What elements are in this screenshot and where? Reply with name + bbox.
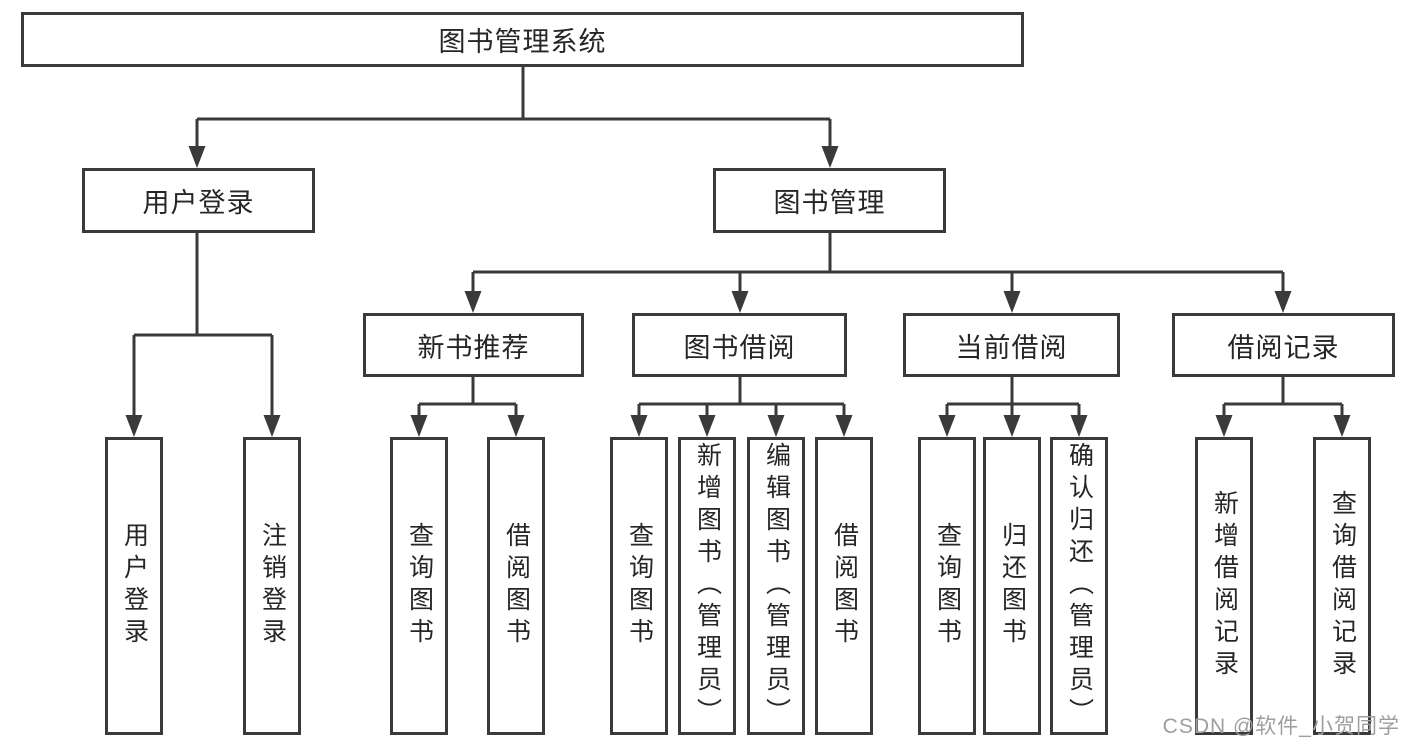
leaf-label: 归还图书 (998, 522, 1027, 650)
leaf-cb-return-books: 归还图书 (983, 437, 1041, 735)
node-book-borrow: 图书借阅 (632, 313, 847, 377)
leaf-label: 用户登录 (120, 522, 149, 650)
leaf-bb-query-books: 查询图书 (610, 437, 668, 735)
leaf-label: 借阅图书 (830, 522, 859, 650)
leaf-bb-edit-books-admin: 编辑图书（管理员） (747, 437, 805, 735)
node-new-book-recommend: 新书推荐 (363, 313, 584, 377)
leaf-user-login: 用户登录 (105, 437, 163, 735)
node-borrow-records-label: 借阅记录 (1227, 332, 1340, 363)
node-user-login-label: 用户登录 (142, 188, 255, 218)
leaf-cb-confirm-return-admin: 确认归还（管理员） (1050, 437, 1108, 735)
leaf-br-add-record: 新增借阅记录 (1195, 437, 1253, 735)
node-current-borrow-label: 当前借阅 (955, 332, 1068, 363)
leaf-nbr-query-books: 查询图书 (390, 437, 448, 735)
node-root: 图书管理系统 (21, 12, 1024, 67)
leaf-label: 注销登录 (258, 522, 287, 650)
leaf-label: 查询借阅记录 (1328, 490, 1357, 682)
leaf-label: 查询图书 (405, 522, 434, 650)
leaf-label: 查询图书 (933, 522, 962, 650)
arrowheads (125, 146, 1351, 437)
leaf-label: 查询图书 (625, 522, 654, 650)
leaf-nbr-borrow-books: 借阅图书 (487, 437, 545, 735)
leaf-label: 编辑图书（管理员） (762, 442, 791, 730)
leaf-br-query-record: 查询借阅记录 (1313, 437, 1371, 735)
node-borrow-records: 借阅记录 (1172, 313, 1395, 377)
node-book-management: 图书管理 (713, 168, 946, 233)
node-new-book-recommend-label: 新书推荐 (417, 332, 530, 363)
leaf-logout: 注销登录 (243, 437, 301, 735)
watermark-text: CSDN @软件_小贺同学 (1162, 715, 1400, 738)
node-user-login: 用户登录 (82, 168, 315, 233)
leaf-label: 确认归还（管理员） (1065, 442, 1094, 730)
leaf-bb-borrow-books: 借阅图书 (815, 437, 873, 735)
node-book-management-label: 图书管理 (773, 188, 886, 218)
leaf-bb-add-books-admin: 新增图书（管理员） (678, 437, 736, 735)
leaf-cb-query-books: 查询图书 (918, 437, 976, 735)
node-root-label: 图书管理系统 (438, 27, 607, 57)
leaf-label: 借阅图书 (502, 522, 531, 650)
leaf-label: 新增借阅记录 (1210, 490, 1239, 682)
leaf-label: 新增图书（管理员） (693, 442, 722, 730)
node-current-borrow: 当前借阅 (903, 313, 1120, 377)
node-book-borrow-label: 图书借阅 (683, 332, 796, 363)
